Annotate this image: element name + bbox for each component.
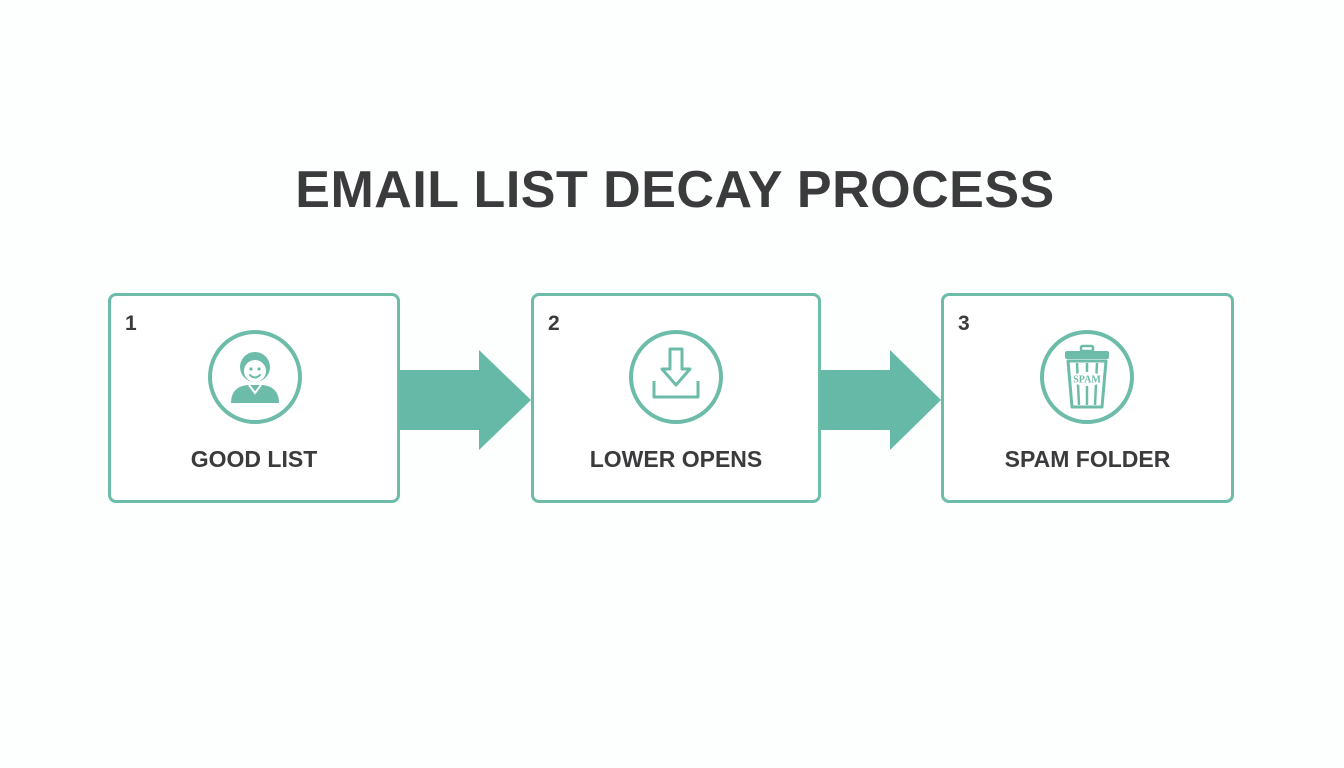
step-number: 1	[125, 312, 137, 335]
user-avatar-icon	[207, 329, 303, 425]
flow-arrow-1-to-2	[399, 350, 531, 450]
step-label: SPAM FOLDER	[1004, 446, 1171, 472]
spam-icon-text: SPAM	[1073, 375, 1101, 386]
download-tray-icon	[628, 329, 724, 425]
step-box-lower-opens: 2 LOWER OPENS	[531, 293, 821, 503]
step-number: 2	[548, 312, 560, 335]
diagram-title: EMAIL LIST DECAY PROCESS	[295, 161, 1055, 219]
spam-trash-can-icon: SPAM	[1039, 329, 1135, 425]
step-number: 3	[958, 312, 970, 335]
flow-arrow-2-to-3	[820, 350, 941, 450]
step-label: GOOD LIST	[190, 446, 318, 472]
step-box-good-list: 1 GOOD LIST	[108, 293, 400, 503]
step-label: LOWER OPENS	[589, 446, 763, 472]
step-box-spam-folder: 3 SPAM SPAM FOLDER	[941, 293, 1234, 503]
